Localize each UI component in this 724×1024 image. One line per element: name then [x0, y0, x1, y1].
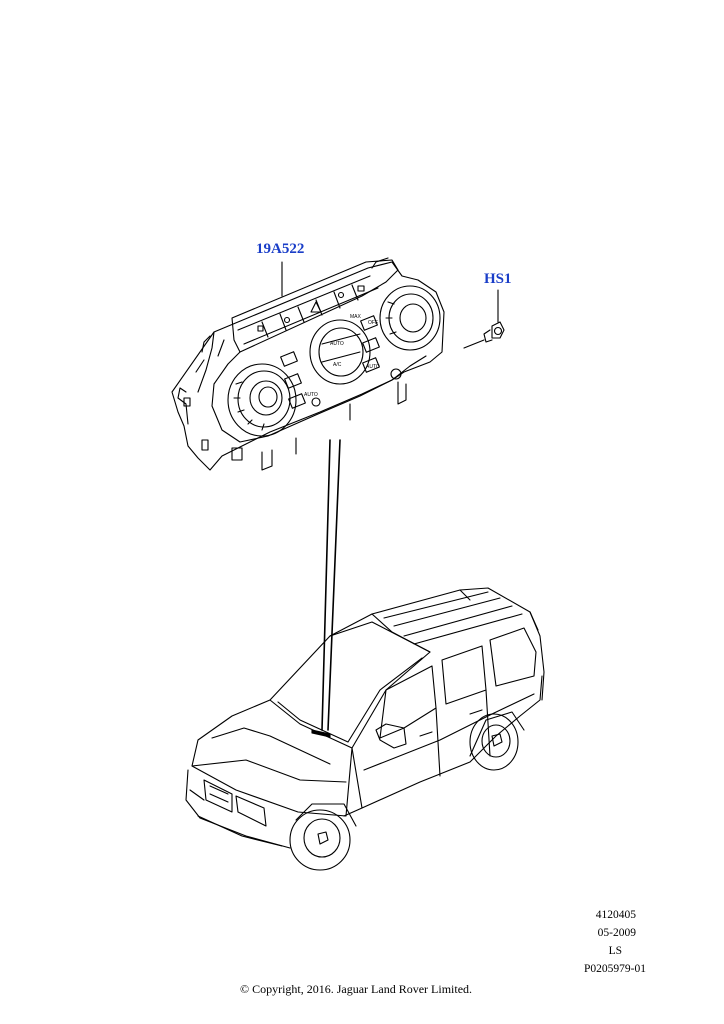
ref-line-2: 05-2009 [597, 927, 636, 939]
callout-hs1[interactable]: HS1 [484, 271, 512, 287]
label-auto-left: AUTO [304, 392, 318, 398]
label-ac: A/C [333, 362, 342, 368]
vehicle-icon [185, 587, 545, 871]
label-auto-right: AUTO [366, 364, 380, 370]
label-auto-center: AUTO [330, 341, 344, 347]
ref-line-4: P0205979-01 [584, 963, 646, 975]
label-max: MAX [350, 314, 362, 320]
copyright-notice: © Copyright, 2016. Jaguar Land Rover Lim… [239, 982, 473, 996]
climate-control-panel-icon: AUTO A/C AUTO AUTO MAX OFF [171, 257, 445, 471]
screw-icon [463, 289, 505, 349]
callout-19a522[interactable]: 19A522 [256, 241, 305, 257]
label-off: OFF [368, 320, 378, 326]
ref-line-1: 4120405 [595, 909, 636, 921]
ref-line-3: LS [608, 945, 622, 957]
